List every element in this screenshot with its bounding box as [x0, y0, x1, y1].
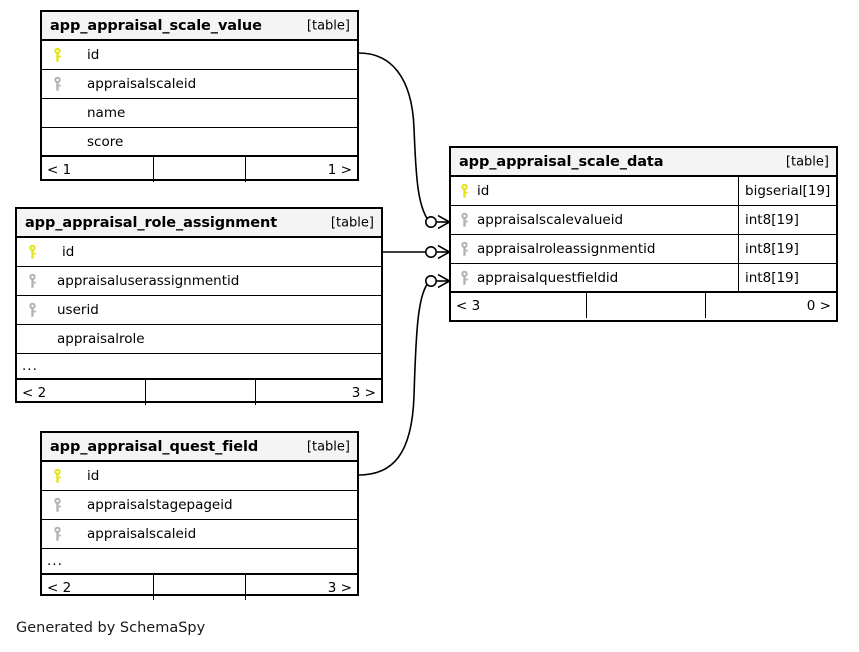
- footer-child-count[interactable]: 3 >: [327, 579, 352, 596]
- generated-by-caption: Generated by SchemaSpy: [16, 620, 206, 636]
- primary-key-icon: [460, 183, 469, 199]
- column-datatype: bigserial[19]: [738, 177, 836, 205]
- column-datatype: int8[19]: [738, 264, 836, 291]
- table-footer: < 3 0 >: [451, 293, 836, 318]
- column-row[interactable]: appraisalstagepageid: [42, 491, 357, 520]
- relationship-scale-value-to-scale-data: [358, 52, 451, 230]
- column-name: appraisalscaleid: [87, 76, 197, 92]
- foreign-key-icon: [460, 241, 469, 257]
- column-name: id: [87, 468, 100, 484]
- footer-parent-count[interactable]: < 3: [451, 293, 587, 318]
- column-name: score: [87, 133, 124, 150]
- foreign-key-icon: [28, 302, 37, 318]
- table-app-appraisal-quest-field[interactable]: app_appraisal_quest_field [table] id app…: [40, 431, 359, 600]
- truncated-columns-indicator: ...: [47, 553, 63, 569]
- column-name: appraisalscalevalueid: [477, 212, 624, 228]
- column-name: appraisalquestfieldid: [477, 269, 619, 286]
- column-name: id: [477, 183, 490, 199]
- footer-spacer: [587, 293, 706, 318]
- column-row[interactable]: name: [42, 99, 357, 128]
- column-row[interactable]: appraisalquestfieldid int8[19]: [451, 264, 836, 293]
- table-type-tag: [table]: [785, 154, 829, 169]
- column-row-truncated: ...: [42, 549, 357, 575]
- table-title: app_appraisal_scale_data: [459, 153, 664, 170]
- column-row[interactable]: id: [42, 462, 357, 491]
- footer-parent-count[interactable]: < 2: [42, 575, 154, 600]
- column-datatype: int8[19]: [738, 235, 836, 263]
- column-row[interactable]: userid: [17, 296, 381, 325]
- foreign-key-icon: [53, 76, 62, 92]
- column-row[interactable]: appraisalscaleid: [42, 70, 357, 99]
- foreign-key-icon: [460, 270, 469, 285]
- column-name: userid: [57, 302, 99, 318]
- column-row[interactable]: id: [42, 41, 357, 70]
- column-name: appraisalstagepageid: [87, 497, 233, 513]
- footer-parent-count[interactable]: < 1: [42, 157, 154, 182]
- footer-spacer: [154, 157, 246, 182]
- table-footer: < 2 3 >: [17, 380, 381, 405]
- column-row-truncated: ...: [17, 354, 381, 380]
- column-row[interactable]: appraisalroleassignmentid int8[19]: [451, 235, 836, 264]
- column-row[interactable]: id: [17, 238, 381, 267]
- column-datatype: int8[19]: [738, 206, 836, 234]
- footer-child-count[interactable]: 1 >: [327, 161, 352, 178]
- primary-key-icon: [28, 244, 37, 260]
- footer-child-count[interactable]: 3 >: [351, 384, 376, 401]
- table-title: app_appraisal_role_assignment: [25, 214, 278, 231]
- table-header: app_appraisal_quest_field [table]: [42, 433, 357, 462]
- column-row[interactable]: id bigserial[19]: [451, 177, 836, 206]
- column-name: appraisalscaleid: [87, 526, 197, 542]
- table-footer: < 2 3 >: [42, 575, 357, 600]
- truncated-columns-indicator: ...: [22, 358, 38, 374]
- table-title: app_appraisal_scale_value: [50, 17, 262, 34]
- foreign-key-icon: [460, 212, 469, 228]
- foreign-key-icon: [53, 526, 62, 542]
- primary-key-icon: [53, 47, 62, 63]
- footer-child-count[interactable]: 0 >: [806, 297, 831, 314]
- table-type-tag: [table]: [330, 215, 374, 230]
- column-name: appraisalroleassignmentid: [477, 241, 656, 257]
- table-footer: < 1 1 >: [42, 157, 357, 182]
- column-row[interactable]: appraisalscalevalueid int8[19]: [451, 206, 836, 235]
- table-type-tag: [table]: [306, 439, 350, 454]
- table-header: app_appraisal_scale_value [table]: [42, 12, 357, 41]
- foreign-key-icon: [53, 497, 62, 513]
- column-name: id: [62, 244, 75, 260]
- table-app-appraisal-role-assignment[interactable]: app_appraisal_role_assignment [table] id…: [15, 207, 383, 405]
- column-name: id: [87, 47, 100, 63]
- footer-parent-count[interactable]: < 2: [17, 380, 146, 405]
- column-row[interactable]: score: [42, 128, 357, 157]
- column-row[interactable]: appraisaluserassignmentid: [17, 267, 381, 296]
- table-header: app_appraisal_role_assignment [table]: [17, 209, 381, 238]
- column-name: appraisaluserassignmentid: [57, 273, 240, 289]
- table-header: app_appraisal_scale_data [table]: [451, 148, 836, 177]
- relationship-role-assignment-to-scale-data: [383, 244, 451, 260]
- table-title: app_appraisal_quest_field: [50, 438, 259, 455]
- column-name: appraisalrole: [57, 331, 145, 347]
- column-row[interactable]: appraisalrole: [17, 325, 381, 354]
- column-row[interactable]: appraisalscaleid: [42, 520, 357, 549]
- footer-spacer: [146, 380, 256, 405]
- column-name: name: [87, 105, 126, 121]
- table-app-appraisal-scale-value[interactable]: app_appraisal_scale_value [table] id app…: [40, 10, 359, 182]
- foreign-key-icon: [28, 273, 37, 289]
- primary-key-icon: [53, 468, 62, 484]
- table-type-tag: [table]: [306, 18, 350, 33]
- table-app-appraisal-scale-data[interactable]: app_appraisal_scale_data [table] id bigs…: [449, 146, 838, 322]
- footer-spacer: [154, 575, 246, 600]
